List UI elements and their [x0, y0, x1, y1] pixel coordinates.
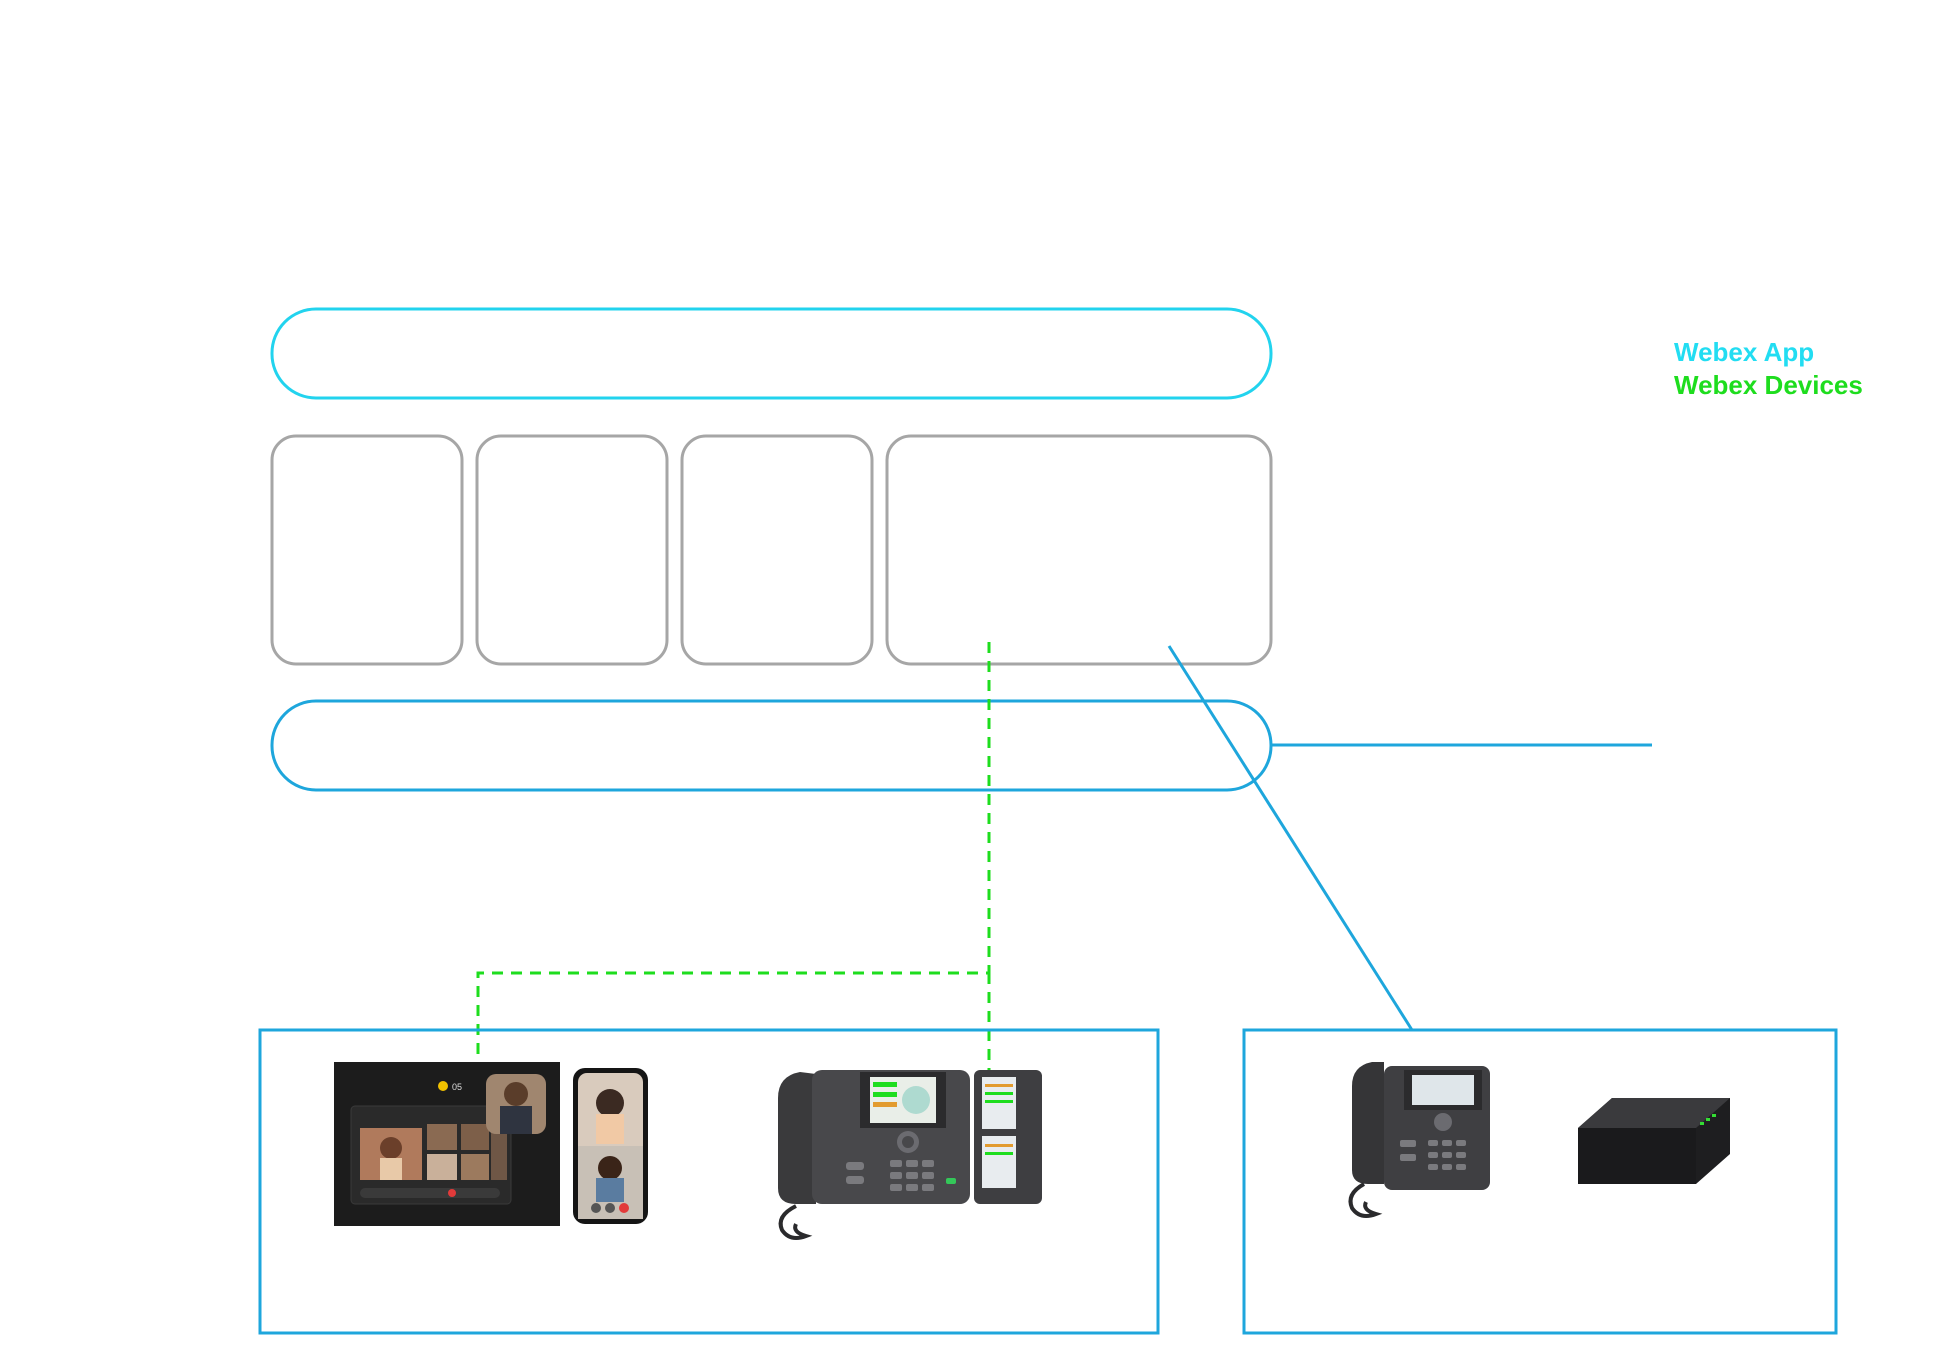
legend-webex-app: Webex App [1674, 337, 1815, 367]
webex-mobile-app-icon [573, 1068, 648, 1224]
webex-app-layer [270, 307, 1273, 400]
service-box-1 [270, 434, 464, 666]
webex-devices-link [476, 642, 991, 1075]
service-box-4 [885, 434, 1273, 666]
analog-telephone-adapter-icon [1578, 1098, 1730, 1184]
right-device-group-box [1242, 1028, 1838, 1335]
left-device-group-box [258, 1028, 1160, 1335]
ip-desk-phone-icon [1348, 1062, 1490, 1218]
webex-desktop-app-icon: 05 [334, 1062, 560, 1226]
network-layer [270, 699, 1273, 792]
desk-phone-with-expansion-module-icon [778, 1070, 1042, 1240]
service-box-3 [680, 434, 874, 666]
svg-text:05: 05 [452, 1082, 462, 1092]
device-connector-line [1167, 645, 1414, 1031]
legend-webex-devices: Webex Devices [1674, 370, 1863, 400]
service-box-2 [475, 434, 669, 666]
